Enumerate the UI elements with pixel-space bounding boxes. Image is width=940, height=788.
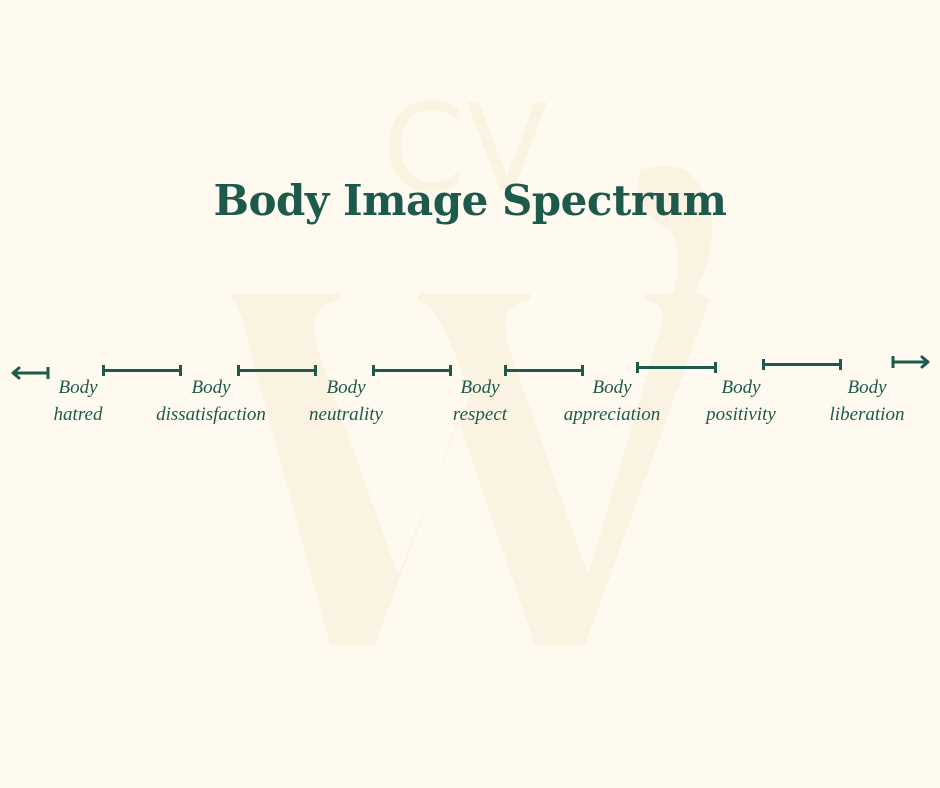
spectrum-segment (504, 365, 584, 376)
stage-label-liberation: Body liberation (829, 377, 905, 425)
stage-label-dissatisfaction: Body dissatisfaction (156, 377, 266, 425)
arrow-left-icon (11, 366, 50, 380)
spectrum-segment (372, 365, 452, 376)
spectrum-segment (762, 359, 842, 370)
spectrum-segment (237, 365, 317, 376)
stage-label-appreciation: Body appreciation (563, 377, 661, 425)
spectrum-segment (636, 362, 717, 373)
page-title: Body Image Spectrum (213, 176, 727, 225)
stage-label-respect: Body respect (452, 377, 508, 425)
stage-label-hatred: Body hatred (53, 377, 103, 425)
spectrum-segment (102, 365, 182, 376)
stage-label-neutrality: Body neutrality (309, 377, 383, 425)
stage-label-positivity: Body positivity (706, 377, 776, 425)
arrow-right-icon (891, 355, 930, 369)
